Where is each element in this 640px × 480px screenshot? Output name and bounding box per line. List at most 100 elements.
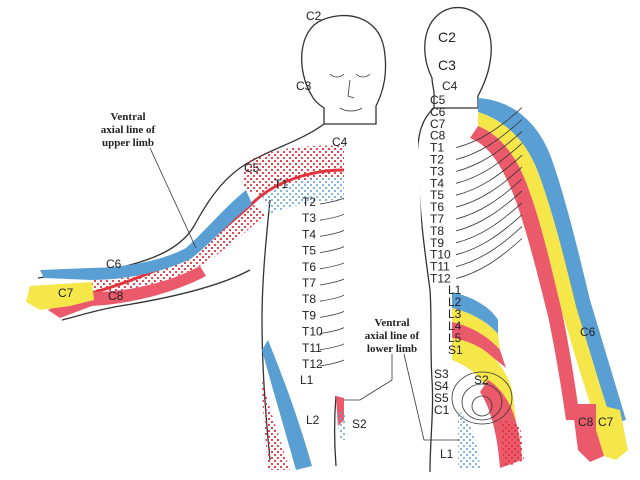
back-lumbar-red bbox=[452, 322, 506, 368]
front-label-t9: T9 bbox=[302, 308, 316, 322]
left-eye bbox=[329, 73, 345, 78]
back-label-c3: C3 bbox=[438, 57, 456, 73]
front-label-c8: C8 bbox=[108, 289, 124, 303]
back-dermatome-line bbox=[455, 202, 523, 244]
front-label-t12: T12 bbox=[302, 357, 323, 371]
back-label-t7: T7 bbox=[430, 212, 444, 226]
back-label-l4: L4 bbox=[448, 319, 462, 333]
front-label-l1: L1 bbox=[300, 373, 314, 387]
upper-limb-callout-3: upper limb bbox=[102, 137, 154, 149]
back-label-l3: L3 bbox=[448, 307, 462, 321]
front-label-c5: C5 bbox=[244, 161, 260, 175]
upper-limb-callout-1: Ventral bbox=[110, 111, 145, 123]
front-leg-blue bbox=[262, 340, 312, 470]
back-label-t6: T6 bbox=[430, 200, 444, 214]
back-dermatome-lines bbox=[455, 107, 523, 279]
front-trunk-line bbox=[319, 213, 345, 221]
front-label-t6: T6 bbox=[302, 260, 316, 274]
front-trunk-line bbox=[319, 230, 345, 237]
front-label-t1: T1 bbox=[274, 177, 288, 191]
back-arm-band-yellow bbox=[478, 112, 612, 428]
back-head-outline bbox=[424, 7, 492, 109]
back-lumbar-blue bbox=[452, 292, 498, 334]
lower-limb-callout-1: Ventral bbox=[374, 317, 409, 329]
front-label-t4: T4 bbox=[302, 227, 316, 241]
back-dermatome-line bbox=[455, 190, 523, 232]
front-t1-bluedots bbox=[262, 177, 344, 214]
front-label-c6: C6 bbox=[106, 257, 122, 271]
back-label-t12: T12 bbox=[430, 272, 451, 286]
front-label-t8: T8 bbox=[302, 292, 316, 306]
back-label-c6-arm: C6 bbox=[580, 325, 596, 339]
back-lumbar-yellow bbox=[452, 308, 500, 350]
back-arm-band-red bbox=[470, 126, 580, 420]
front-dermatome-lines bbox=[319, 197, 345, 367]
back-label-s4: S4 bbox=[434, 379, 449, 393]
back-label-c5: C5 bbox=[430, 93, 446, 107]
front-trunk-line bbox=[319, 327, 345, 334]
sacral-ring-3 bbox=[471, 395, 493, 417]
upper-limb-callout-line bbox=[149, 147, 197, 249]
back-label-c6: C6 bbox=[430, 105, 446, 119]
back-label-c2: C2 bbox=[438, 29, 456, 45]
front-trunk-line bbox=[319, 311, 345, 318]
lower-limb-callout-3: lower limb bbox=[367, 343, 417, 355]
front-c6-blue bbox=[40, 190, 252, 280]
back-figure bbox=[416, 7, 628, 473]
front-head-outline bbox=[301, 14, 387, 125]
back-leg-reddots bbox=[500, 420, 524, 468]
back-label-t10: T10 bbox=[430, 248, 451, 262]
back-dermatome-line bbox=[455, 119, 523, 160]
front-trunk-line bbox=[319, 246, 345, 253]
front-label-t7: T7 bbox=[302, 276, 316, 290]
back-dermatome-line bbox=[455, 166, 523, 208]
back-label-t3: T3 bbox=[430, 164, 444, 178]
front-label-t5: T5 bbox=[302, 244, 316, 258]
back-label-s3: S3 bbox=[434, 367, 449, 381]
front-trunk-line bbox=[319, 359, 345, 367]
back-label-l1: L1 bbox=[448, 283, 462, 297]
midline-gap bbox=[344, 140, 424, 470]
front-label-t3: T3 bbox=[302, 211, 316, 225]
front-c7-yellow bbox=[26, 282, 94, 310]
back-label-t8: T8 bbox=[430, 224, 444, 238]
nose bbox=[347, 79, 355, 99]
front-label-c2: C2 bbox=[306, 9, 322, 23]
front-label-c7: C7 bbox=[58, 286, 74, 300]
back-label-t11: T11 bbox=[430, 260, 450, 274]
back-label-s1: S1 bbox=[448, 343, 463, 357]
back-leg-bluedots bbox=[458, 410, 480, 468]
back-dermatome-line bbox=[455, 238, 523, 279]
front-label-c4: C4 bbox=[332, 135, 348, 149]
back-arm-band-blue bbox=[478, 98, 626, 424]
back-label-t1: T1 bbox=[430, 141, 444, 155]
back-label-s2: S2 bbox=[474, 373, 489, 387]
lower-limb-callout-line bbox=[344, 354, 393, 401]
back-label-c7: C7 bbox=[430, 117, 446, 131]
front-inner-arm bbox=[61, 269, 251, 321]
front-label-t10: T10 bbox=[302, 325, 323, 339]
front-trunk-line bbox=[319, 278, 345, 286]
front-c5-reddots bbox=[242, 145, 344, 196]
front-figure bbox=[26, 14, 387, 470]
front-label-s2: S2 bbox=[352, 417, 367, 431]
back-label-l1-leg: L1 bbox=[440, 447, 454, 461]
front-trunk-line bbox=[319, 343, 345, 351]
back-dermatome-line bbox=[455, 143, 523, 184]
back-dermatome-line bbox=[455, 107, 523, 148]
back-dermatome-line bbox=[455, 226, 523, 267]
back-label-c8-hand: C8 bbox=[578, 415, 594, 429]
back-dermatome-line bbox=[455, 154, 523, 196]
sacral-ring-1 bbox=[451, 371, 513, 425]
back-label-t9: T9 bbox=[430, 236, 444, 250]
front-label-c3: C3 bbox=[296, 79, 312, 93]
back-dermatome-line bbox=[455, 214, 523, 256]
back-label-l5: L5 bbox=[448, 331, 462, 345]
right-eye bbox=[355, 73, 371, 78]
front-trunk-line bbox=[319, 294, 345, 302]
front-label-t11: T11 bbox=[302, 341, 322, 355]
